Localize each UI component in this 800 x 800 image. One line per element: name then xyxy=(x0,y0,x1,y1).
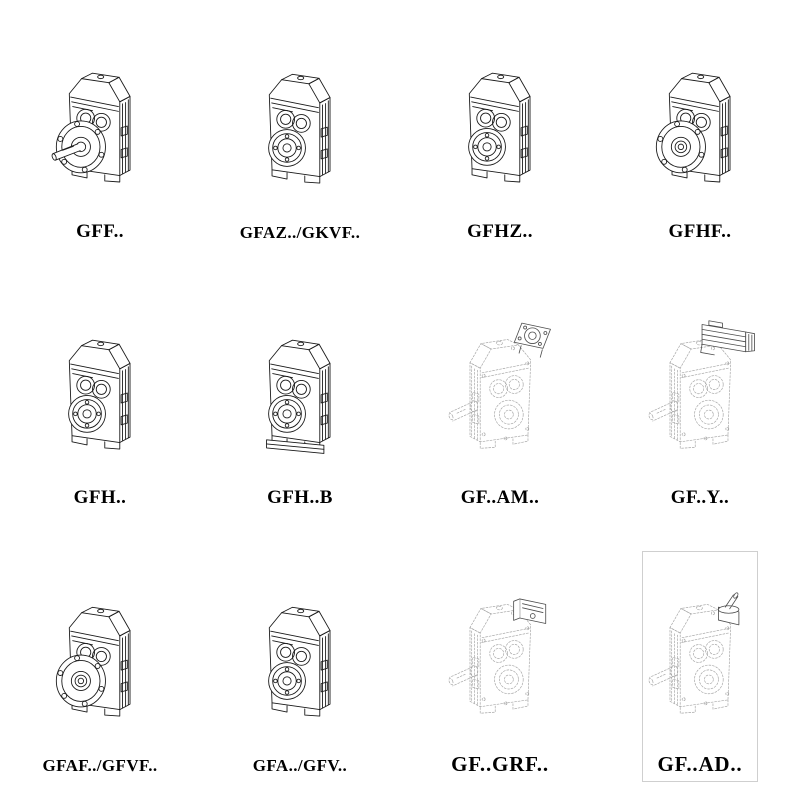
hollow-shaft-gearbox-illustration xyxy=(242,553,358,753)
model-label: GF..AD.. xyxy=(657,751,743,776)
model-label: GFAZ../GKVF.. xyxy=(239,222,361,242)
catalog-item-gf-ad: GF..AD.. xyxy=(640,549,760,784)
hollow-shaft-gearbox-illustration xyxy=(42,287,158,485)
gearbox-drawing xyxy=(655,72,731,183)
gearbox-input-shaft-adapter-illustration xyxy=(642,553,758,749)
catalog-item-gf-y: GF..Y.. xyxy=(640,283,760,518)
catalog-item-gff: GFF.. xyxy=(40,16,160,251)
flange-hollow-gearbox-illustration xyxy=(642,20,758,218)
gearbox-motor-flange-adapter-illustration xyxy=(442,287,558,485)
hollow-shaft-gearbox-base-illustration xyxy=(242,287,358,485)
gearbox-drawing xyxy=(447,322,551,449)
catalog-item-gfa-gfv: GFA../GFV.. xyxy=(240,549,360,784)
gearbox-drawing xyxy=(268,607,331,717)
model-label: GFHZ.. xyxy=(467,220,533,242)
model-label: GFF.. xyxy=(76,220,124,242)
catalog-item-gfh: GFH.. xyxy=(40,283,160,518)
gearbox-drawing xyxy=(50,72,131,183)
flange-hollow-gearbox-illustration xyxy=(42,553,158,753)
gearbox-drawing xyxy=(447,598,547,714)
gearbox-drawing xyxy=(55,607,131,717)
flange-shaft-gearbox-illustration xyxy=(42,20,158,218)
model-label: GF..AM.. xyxy=(460,487,540,509)
gearbox-drawing xyxy=(468,72,531,183)
catalog-item-gfaz-gkvf: GFAZ../GKVF.. xyxy=(240,16,360,251)
model-label: GFHF.. xyxy=(668,220,732,242)
gearbox-drawing xyxy=(268,73,331,184)
gearbox-drawing xyxy=(647,592,740,714)
hollow-shaft-gearbox-illustration xyxy=(442,20,558,218)
catalog-item-gfhz: GFHZ.. xyxy=(440,16,560,251)
gearbox-drawing xyxy=(647,319,755,449)
gearbox-with-motor-illustration xyxy=(642,287,758,485)
catalog-item-gfh-b: GFH..B xyxy=(240,283,360,518)
catalog-item-gf-am: GF..AM.. xyxy=(440,283,560,518)
model-label: GF..Y.. xyxy=(670,487,730,509)
catalog-item-gfaf-gfvf: GFAF../GFVF.. xyxy=(40,549,160,784)
catalog-item-gf-grf: GF..GRF.. xyxy=(440,549,560,784)
hollow-shaft-gearbox-illustration xyxy=(242,20,358,220)
model-label: GFA../GFV.. xyxy=(252,756,348,776)
gearbox-drawing xyxy=(68,339,131,450)
model-label: GFH..B xyxy=(267,487,333,509)
gearbox-input-cover-illustration xyxy=(442,553,558,749)
catalog-item-gfhf: GFHF.. xyxy=(640,16,760,251)
model-label: GFH.. xyxy=(73,487,127,509)
model-label: GF..GRF.. xyxy=(451,751,549,776)
model-label: GFAF../GFVF.. xyxy=(42,756,158,776)
gearbox-drawing xyxy=(266,339,331,454)
